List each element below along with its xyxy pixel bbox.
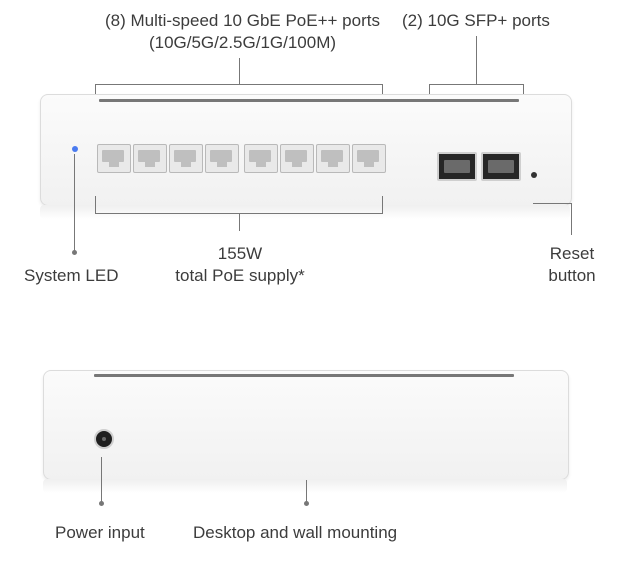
sfp-callout-stem bbox=[476, 36, 477, 84]
switch-front-panel bbox=[40, 94, 572, 206]
mounting-callout-dot bbox=[304, 501, 309, 506]
top-groove bbox=[99, 99, 519, 102]
poe-callout-bracket-left bbox=[95, 196, 96, 214]
sfp-port-icon bbox=[437, 152, 477, 181]
rj45-callout-stem bbox=[239, 58, 240, 84]
switch-rear-panel bbox=[43, 370, 569, 480]
power-input-callout-dot bbox=[99, 501, 104, 506]
reset-callout-vertical bbox=[571, 203, 572, 235]
sfp-port-icon bbox=[481, 152, 521, 181]
sfp-ports-label: (2) 10G SFP+ ports bbox=[402, 11, 550, 30]
reset-button-icon bbox=[531, 172, 537, 178]
mounting-callout bbox=[306, 480, 307, 503]
poe-callout-stem bbox=[239, 213, 240, 231]
rj45-callout-bracket bbox=[95, 84, 383, 85]
rj45-port-icon bbox=[316, 144, 350, 173]
rj45-port-icon bbox=[352, 144, 386, 173]
poe-budget-label-line1: 155W bbox=[217, 244, 263, 263]
rj45-port-icon bbox=[280, 144, 314, 173]
rj45-port-icon bbox=[244, 144, 278, 173]
system-led-label: System LED bbox=[24, 266, 119, 285]
rj45-port-icon bbox=[169, 144, 203, 173]
rj45-ports-label-line2: (10G/5G/2.5G/1G/100M) bbox=[148, 33, 337, 52]
sfp-callout-bracket bbox=[429, 84, 524, 85]
poe-budget-label: 155W total PoE supply* bbox=[120, 243, 360, 287]
rj45-port-icon bbox=[205, 144, 239, 173]
front-base-reflection bbox=[40, 205, 570, 219]
poe-callout-bracket-right bbox=[382, 196, 383, 214]
rj45-port-group bbox=[97, 144, 387, 174]
system-led-icon bbox=[72, 146, 78, 152]
reset-button-label-line2: button bbox=[548, 266, 596, 285]
rj45-port-icon bbox=[97, 144, 131, 173]
reset-button-label: Reset button bbox=[535, 243, 609, 287]
system-led-callout bbox=[74, 154, 75, 252]
mounting-label: Desktop and wall mounting bbox=[193, 523, 398, 542]
reset-callout-horizontal bbox=[533, 203, 572, 204]
poe-budget-label-line2: total PoE supply* bbox=[175, 266, 305, 285]
rear-base-reflection bbox=[43, 479, 567, 493]
rj45-ports-label: (8) Multi-speed 10 GbE PoE++ ports (10G/… bbox=[70, 10, 415, 54]
rj45-ports-label-line1: (8) Multi-speed 10 GbE PoE++ ports bbox=[105, 11, 380, 30]
system-led-callout-dot bbox=[72, 250, 77, 255]
rear-top-groove bbox=[94, 374, 514, 377]
power-input-callout bbox=[101, 457, 102, 503]
rj45-port-icon bbox=[133, 144, 167, 173]
power-input-label: Power input bbox=[55, 523, 145, 542]
reset-button-label-line1: Reset bbox=[549, 244, 595, 263]
dc-power-jack-icon bbox=[94, 429, 114, 449]
